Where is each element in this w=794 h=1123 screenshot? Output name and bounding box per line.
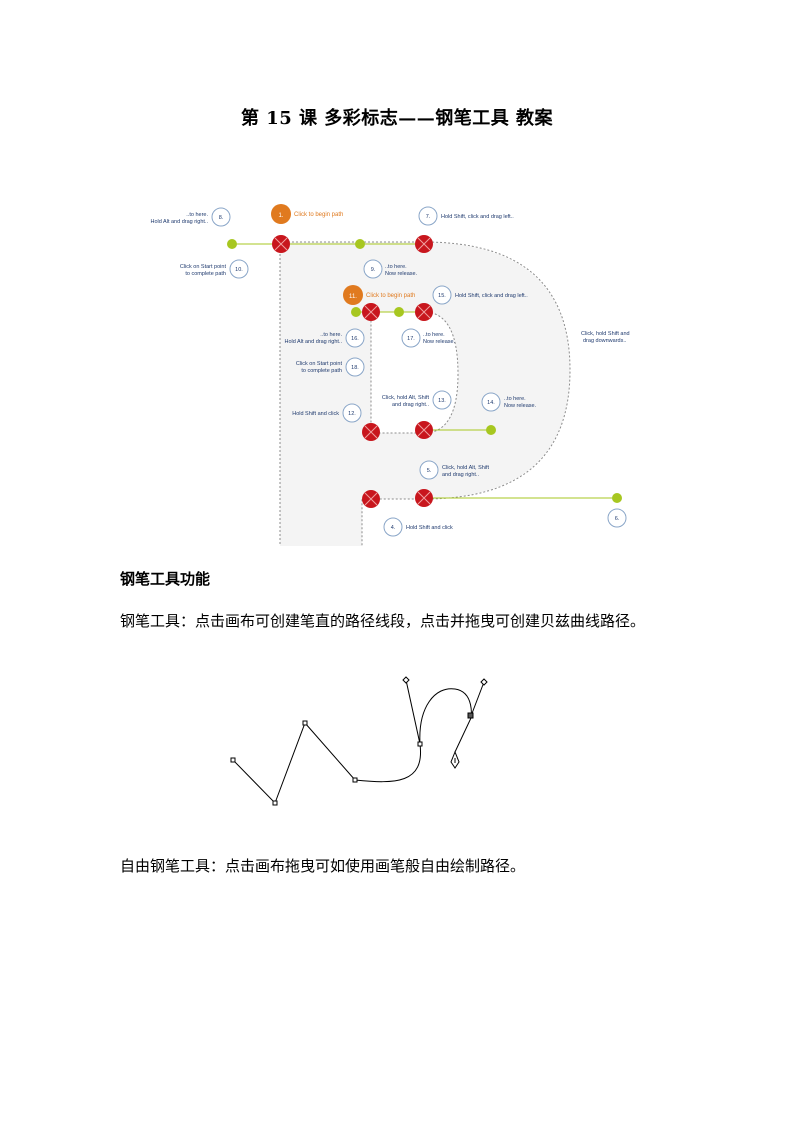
anchor-point: [362, 490, 380, 508]
svg-text:Hold Shift, click and drag lef: Hold Shift, click and drag left..: [455, 293, 528, 299]
step-1: 1. Click to begin path: [271, 204, 343, 224]
anchor-point: [417, 741, 423, 747]
bezier-path-figure: [230, 676, 488, 806]
outer-path-dashed: [279, 241, 571, 546]
svg-text:Hold Shift and click: Hold Shift and click: [406, 525, 453, 531]
anchor-point: [362, 423, 380, 441]
svg-text:..to here.: ..to here.: [504, 396, 526, 402]
step-bubble: [229, 259, 249, 279]
svg-text:..to here.: ..to here.: [320, 332, 342, 338]
svg-text:6.: 6.: [615, 516, 620, 522]
step-bubble: [432, 390, 452, 410]
anchor-point: [272, 235, 290, 253]
svg-text:Hold Alt and drag right..: Hold Alt and drag right..: [285, 339, 343, 345]
svg-text:8.: 8.: [219, 215, 224, 221]
svg-text:Hold Shift, click and drag lef: Hold Shift, click and drag left..: [441, 214, 514, 220]
page-title: 第 15 课 多彩标志——钢笔工具 教案: [240, 108, 554, 129]
step-11: 11. Click to begin path: [343, 285, 415, 305]
svg-text:14.: 14.: [487, 400, 495, 406]
handle-point: [394, 307, 404, 317]
svg-text:Click, hold Shift and: Click, hold Shift and: [581, 331, 630, 337]
handle-point: [351, 307, 361, 317]
handle-point: [486, 425, 496, 435]
svg-text:Click to begin path: Click to begin path: [366, 293, 415, 299]
step-bubble: [607, 508, 627, 528]
svg-text:15.: 15.: [438, 293, 446, 299]
pen-tool-icon: [450, 750, 460, 769]
svg-text:and drag right..: and drag right..: [392, 402, 429, 408]
svg-text:1.: 1.: [278, 213, 283, 219]
handle-point: [612, 493, 622, 503]
svg-text:to complete path: to complete path: [301, 368, 342, 374]
inner-path-dashed: [370, 311, 459, 434]
step-bubble: [342, 403, 362, 423]
svg-text:and drag right..: and drag right..: [442, 472, 479, 478]
svg-text:Now release.: Now release.: [385, 271, 418, 277]
letter-p-shape: [280, 242, 570, 546]
step-bubble: [363, 259, 383, 279]
freeform-pen-description: 自由钢笔工具：点击画布拖曳可如使用画笔般自由绘制路径。: [120, 857, 526, 875]
svg-text:drag downwards..: drag downwards..: [583, 338, 627, 344]
anchor-point: [415, 489, 433, 507]
svg-text:Click, hold Alt, Shift: Click, hold Alt, Shift: [442, 465, 490, 471]
svg-text:Now release.: Now release.: [504, 403, 537, 409]
svg-text:9.: 9.: [371, 267, 376, 273]
svg-text:Click to begin path: Click to begin path: [294, 212, 343, 218]
handle-point: [402, 676, 410, 684]
handle-point: [227, 239, 237, 249]
pen-tool-p-diagram: 1. Click to begin path 11. Click to begi…: [151, 204, 630, 546]
svg-text:18.: 18.: [351, 365, 359, 371]
anchor-point-selected: [467, 712, 474, 719]
svg-text:11.: 11.: [349, 294, 357, 300]
svg-text:..to here.: ..to here.: [186, 212, 208, 218]
anchor-point: [272, 800, 278, 806]
svg-text:Click on Start point: Click on Start point: [296, 361, 343, 367]
handle-point: [355, 239, 365, 249]
svg-text:to complete path: to complete path: [185, 271, 226, 277]
step-bubble: [481, 392, 501, 412]
path-segment: [232, 688, 472, 804]
step-bubble: [401, 328, 421, 348]
step-bubble: [418, 206, 438, 226]
section-heading: 钢笔工具功能: [120, 570, 211, 588]
anchor-point: [415, 235, 433, 253]
anchor-point: [415, 303, 433, 321]
svg-text:7.: 7.: [426, 214, 431, 220]
anchor-point: [362, 303, 380, 321]
step-bubble: [345, 357, 365, 377]
svg-text:10.: 10.: [235, 267, 243, 273]
svg-text:..to here.: ..to here.: [385, 264, 407, 270]
anchor-point: [230, 757, 236, 763]
svg-text:17.: 17.: [407, 336, 415, 342]
anchor-point: [302, 720, 308, 726]
step-bubble: [432, 285, 452, 305]
svg-text:4.: 4.: [391, 525, 396, 531]
anchor-point: [415, 421, 433, 439]
svg-text:Hold Alt and drag right..: Hold Alt and drag right..: [151, 219, 209, 225]
svg-text:Hold Shift and click: Hold Shift and click: [292, 411, 339, 417]
step-bubble: [211, 207, 231, 227]
handle-point: [480, 678, 488, 686]
svg-text:16.: 16.: [351, 336, 359, 342]
svg-text:12.: 12.: [348, 411, 356, 417]
svg-text:5.: 5.: [427, 468, 432, 474]
svg-text:Click, hold Alt, Shift: Click, hold Alt, Shift: [382, 395, 430, 401]
svg-text:Click on Start point: Click on Start point: [180, 264, 227, 270]
step-bubble: [345, 328, 365, 348]
svg-text:Now release.: Now release.: [423, 339, 456, 345]
step-bubble: [383, 517, 403, 537]
anchor-point: [352, 777, 358, 783]
svg-text:..to here.: ..to here.: [423, 332, 445, 338]
handle-line: [470, 681, 485, 717]
handle-line: [405, 679, 421, 745]
step-bubble: [419, 460, 439, 480]
svg-text:13.: 13.: [438, 398, 446, 404]
pen-tool-description: 钢笔工具：点击画布可创建笔直的路径线段，点击并拖曳可创建贝兹曲线路径。: [120, 612, 646, 630]
